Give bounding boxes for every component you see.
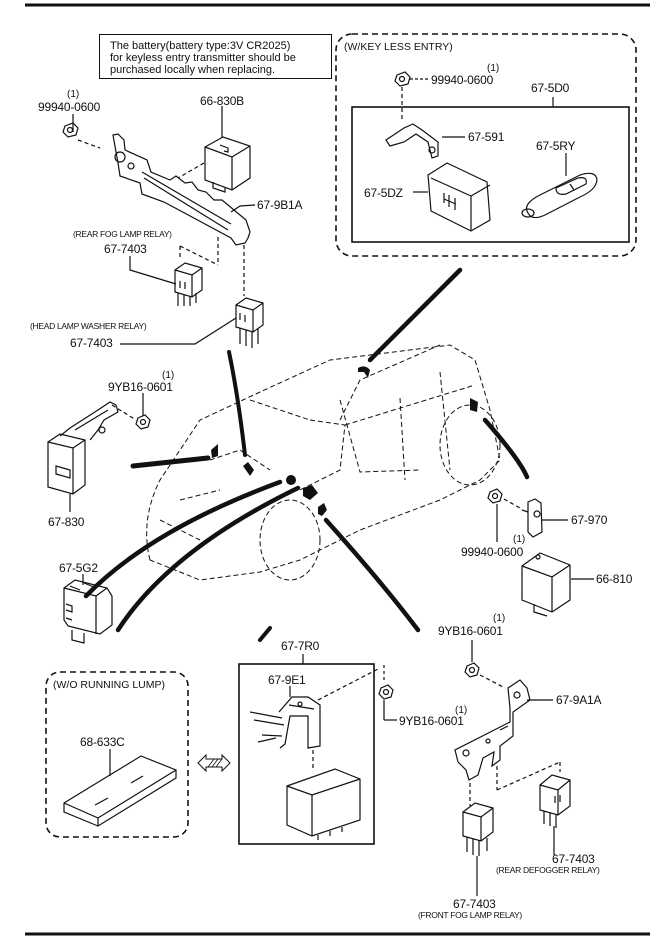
part-label-67-970[interactable]: 67-970 — [571, 513, 608, 527]
connector-marks — [211, 366, 478, 516]
rear-fog-relay-icon — [174, 262, 203, 306]
bolt-left-nut-icon — [135, 414, 151, 430]
unit-67-7r0-box — [238, 663, 375, 845]
rear-defogger-relay-icon — [539, 774, 571, 828]
part-label-67-7r0[interactable]: 67-7R0 — [281, 639, 320, 653]
module-67-5g2-icon — [63, 579, 113, 644]
part-label-67-5ry[interactable]: 67-5RY — [536, 139, 576, 153]
bracket-67-970-icon — [521, 498, 543, 538]
part-label-67-7403-rear-fog[interactable]: 67-7403 — [104, 242, 147, 256]
part-label-67-830[interactable]: 67-830 — [48, 515, 85, 529]
part-label-9yb16-0601-center[interactable]: 9YB16-0601 — [399, 714, 464, 728]
front-fog-lamp-relay-desc: (FRONT FOG LAMP RELAY) — [418, 910, 522, 920]
rear-fog-lamp-relay-desc: (REAR FOG LAMP RELAY) — [73, 229, 172, 239]
relay-66-830b-icon — [204, 136, 251, 193]
battery-note-line: for keyless entry transmitter should be — [110, 52, 296, 64]
qty-mark: (1) — [67, 89, 80, 100]
battery-note-line: The battery(battery type:3V CR2025) — [110, 40, 291, 52]
keyless-entry-group-border — [335, 33, 637, 257]
keyless-entry-assy-box — [351, 106, 630, 243]
module-67-830-icon — [47, 401, 119, 495]
nut-right-icon — [487, 488, 503, 504]
interchange-arrow-icon — [197, 753, 231, 773]
keyless-entry-group-label: (W/KEY LESS ENTRY) — [344, 41, 453, 53]
bolt-right-top-nut-icon — [464, 662, 480, 678]
ke-nut-icon — [394, 71, 411, 87]
qty-mark: (1) — [493, 613, 506, 624]
part-label-67-7403-front-fog[interactable]: 67-7403 — [453, 897, 496, 911]
part-label-67-9e1[interactable]: 67-9E1 — [268, 673, 306, 687]
part-label-99940-0600-ke[interactable]: 99940-0600 — [431, 73, 494, 87]
part-label-67-7403-rear-defog[interactable]: 67-7403 — [552, 852, 595, 866]
leader-strokes — [83, 267, 530, 642]
bracket-67-9a1a-icon — [454, 679, 531, 781]
part-label-9yb16-0601-left[interactable]: 9YB16-0601 — [108, 380, 173, 394]
bracket-67-9e1-icon — [249, 696, 321, 749]
bolt-center-nut-icon — [378, 684, 394, 700]
battery-note: The battery(battery type:3V CR2025) for … — [99, 34, 332, 79]
qty-mark: (1) — [455, 705, 468, 716]
part-label-67-591[interactable]: 67-591 — [468, 130, 505, 144]
rear-defogger-relay-desc: (REAR DEFOGGER RELAY) — [496, 865, 600, 875]
relay-66-810-icon — [521, 552, 571, 617]
running-lump-part-icon — [63, 755, 177, 827]
ke-receiver-icon — [427, 162, 491, 232]
qty-mark: (1) — [513, 534, 526, 545]
part-label-67-9a1a[interactable]: 67-9A1A — [556, 693, 602, 707]
ke-transmitter-icon — [521, 172, 598, 219]
part-label-66-810[interactable]: 66-810 — [596, 572, 633, 586]
part-label-67-5d0[interactable]: 67-5D0 — [531, 81, 570, 95]
part-label-67-5g2[interactable]: 67-5G2 — [59, 561, 98, 575]
head-lamp-washer-relay-icon — [235, 297, 264, 348]
front-fog-relay-icon — [462, 802, 494, 856]
part-label-67-7403-head-washer[interactable]: 67-7403 — [70, 336, 113, 350]
ke-bracket-icon — [385, 123, 439, 159]
part-label-68-633c[interactable]: 68-633C — [80, 735, 125, 749]
vehicle-outline — [146, 344, 501, 581]
battery-note-line: purchased locally when replacing. — [110, 64, 276, 76]
part-label-99940-0600[interactable]: 99940-0600 — [38, 100, 101, 114]
unit-67-7r0-icon — [286, 768, 361, 840]
running-lump-group-label: (W/O RUNNING LUMP) — [53, 679, 165, 691]
relay-bracket-67-9b1a-icon — [112, 133, 251, 246]
part-label-67-9b1a[interactable]: 67-9B1A — [257, 198, 303, 212]
running-lump-group-border — [45, 671, 189, 838]
qty-mark: (1) — [162, 370, 175, 381]
qty-mark: (1) — [487, 63, 500, 74]
part-label-67-5dz[interactable]: 67-5DZ — [364, 186, 403, 200]
part-label-99940-0600-right[interactable]: 99940-0600 — [461, 545, 524, 559]
head-lamp-washer-relay-desc: (HEAD LAMP WASHER RELAY) — [30, 321, 147, 331]
part-label-66-830b[interactable]: 66-830B — [200, 94, 244, 108]
part-label-9yb16-0601-right-top[interactable]: 9YB16-0601 — [438, 624, 503, 638]
nut-top-left-icon — [62, 122, 79, 138]
